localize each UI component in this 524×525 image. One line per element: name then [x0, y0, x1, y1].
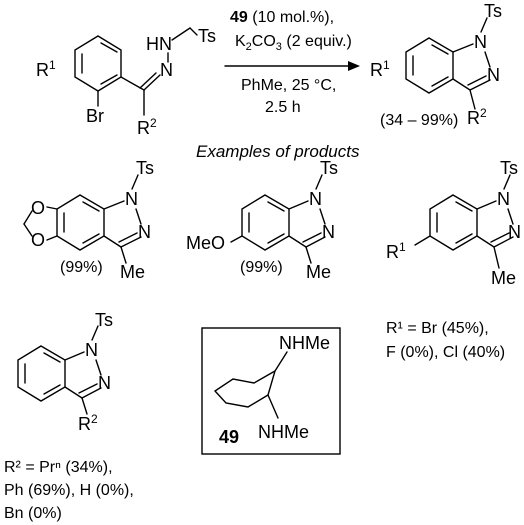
product-r2: R2	[467, 106, 487, 128]
catalyst-nhme-bottom: NHMe	[258, 422, 309, 442]
example-2-structure	[230, 174, 326, 264]
reaction-arrow	[224, 61, 360, 71]
example-1-o-bottom: O	[31, 230, 45, 250]
product-structure	[405, 17, 491, 110]
example-2-n1: N	[309, 189, 322, 209]
example-3-me: Me	[491, 268, 516, 288]
example-1-yield: (99%)	[60, 259, 103, 276]
example-3-n1: N	[497, 189, 510, 209]
product-r1: R1	[370, 58, 390, 80]
conditions-catalyst-line: 49 (10 mol.%),	[230, 9, 334, 26]
example-4-n1: N	[85, 340, 98, 360]
example-4-ts: Ts	[95, 310, 113, 330]
example-3-structure	[414, 174, 514, 269]
substrate-structure	[74, 27, 198, 116]
catalyst-label: 49	[219, 427, 239, 447]
example-1-n1: N	[125, 189, 138, 209]
conditions-time-line: 2.5 h	[265, 99, 301, 116]
catalyst-nhme-top: NHMe	[279, 333, 330, 353]
catalyst-structure	[214, 351, 288, 419]
product-yield-range: (34 – 99%)	[380, 112, 458, 129]
example-4-note-line2: Ph (69%), H (0%),	[4, 482, 134, 499]
substrate-br-label: Br	[86, 106, 104, 126]
example-4-r2: R2	[78, 412, 98, 434]
example-2-meo: MeO	[186, 233, 225, 253]
example-3-r1: R1	[386, 240, 406, 262]
example-1-structure	[23, 174, 142, 264]
substrate-n-label: N	[160, 60, 173, 80]
example-2-ts: Ts	[320, 158, 338, 178]
substrate-r2: R2	[137, 116, 157, 138]
substrate-nh-label: HN	[146, 34, 172, 54]
example-4-note-line1: R² = Prⁿ (34%),	[4, 459, 113, 476]
product-ts-label: Ts	[484, 1, 502, 21]
example-4-structure	[17, 325, 102, 415]
example-3-ts: Ts	[500, 158, 518, 178]
substrate-ts-label: Ts	[198, 26, 216, 46]
example-2-yield: (99%)	[240, 259, 283, 276]
conditions-solvent-line: PhMe, 25 °C,	[241, 77, 336, 94]
conditions-base-line: K2CO3 (2 equiv.)	[235, 33, 352, 53]
substrate-r1: R1	[36, 58, 56, 80]
example-4-n2: N	[98, 373, 111, 393]
example-1-ts: Ts	[136, 158, 154, 178]
example-1-me: Me	[120, 262, 145, 282]
catalyst-box	[201, 327, 341, 455]
example-1-o-top: O	[31, 198, 45, 218]
example-3-note-line2: F (0%), Cl (40%)	[386, 344, 505, 361]
product-n1-label: N	[474, 32, 487, 52]
example-3-n2: N	[508, 222, 521, 242]
example-4-note-line3: Bn (0%)	[4, 505, 62, 522]
examples-heading: Examples of products	[196, 142, 360, 161]
example-1-n2: N	[138, 222, 151, 242]
example-2-n2: N	[322, 222, 335, 242]
example-3-note-line1: R¹ = Br (45%),	[386, 320, 489, 337]
example-2-me: Me	[306, 262, 331, 282]
product-n2-label: N	[487, 65, 500, 85]
